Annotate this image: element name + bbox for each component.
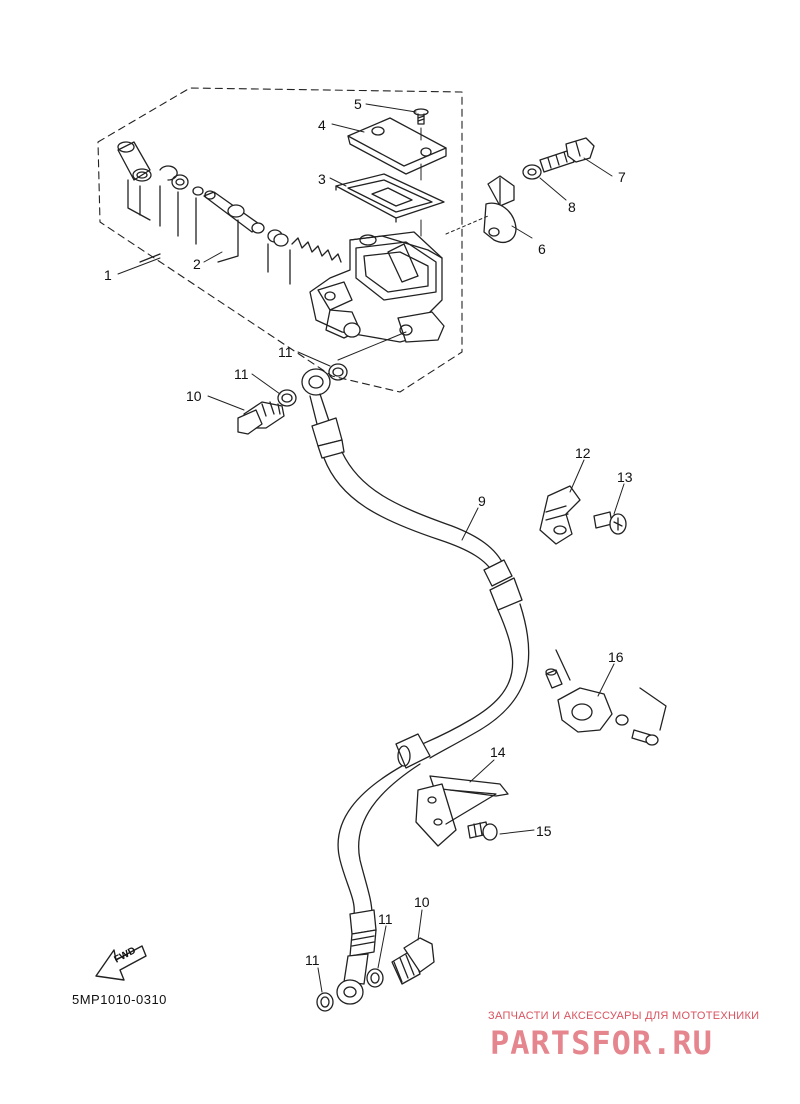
watermark-brand: PARTSFOR.RU: [490, 1024, 713, 1062]
diaphragm: [335, 173, 445, 223]
callout-leaders: [117, 103, 625, 993]
upper-crush-washer-a: [328, 363, 348, 381]
reservoir-cap: [347, 117, 447, 175]
handlebar-holder: [483, 175, 517, 243]
callout-5: 5: [354, 96, 362, 112]
forward-arrow-icon: [95, 945, 147, 981]
callout-12: 12: [575, 445, 591, 461]
callout-11-lower-b: 11: [378, 911, 393, 927]
callout-15: 15: [536, 823, 552, 839]
callout-13: 13: [617, 469, 633, 485]
lower-crush-washer-b: [366, 968, 384, 988]
callout-10-upper: 10: [186, 388, 202, 404]
piston-kit: [117, 141, 342, 285]
bolt-15: [467, 821, 498, 841]
callout-9: 9: [478, 493, 486, 509]
callout-10-lower: 10: [414, 894, 430, 910]
washer-8: [522, 164, 542, 180]
mount-axis: [445, 215, 489, 235]
callout-11-lower-a: 11: [305, 952, 320, 968]
callout-11-body: 11: [278, 344, 293, 360]
callout-7: 7: [618, 169, 626, 185]
bolt-7: [539, 137, 595, 173]
callout-6: 6: [538, 241, 546, 257]
master-cylinder-body: [309, 231, 445, 343]
diagram-code: 5MP1010-0310: [72, 992, 167, 1007]
callout-3: 3: [318, 171, 326, 187]
union-bolt-upper: [237, 401, 285, 435]
assembly-outline: [97, 87, 463, 393]
callout-16: 16: [608, 649, 624, 665]
union-bolt-lower: [391, 937, 435, 985]
callout-4: 4: [318, 117, 326, 133]
hose-clamp-16: [545, 649, 667, 746]
callout-11-upper: 11: [234, 366, 249, 382]
brake-hose: [301, 368, 530, 1005]
callout-2: 2: [193, 256, 201, 272]
cap-screw: [413, 108, 429, 125]
hose-guide-12: [539, 485, 581, 545]
callout-14: 14: [490, 744, 506, 760]
screw-13: [593, 511, 627, 535]
callout-8: 8: [568, 199, 576, 215]
watermark-tagline: ЗАПЧАСТИ И АКСЕССУАРЫ ДЛЯ МОТОТЕХНИКИ: [488, 1010, 760, 1022]
upper-crush-washer-b: [277, 389, 297, 407]
lower-crush-washer-a: [316, 992, 334, 1012]
callout-1: 1: [104, 267, 112, 283]
hose-bracket-14: [415, 775, 509, 847]
